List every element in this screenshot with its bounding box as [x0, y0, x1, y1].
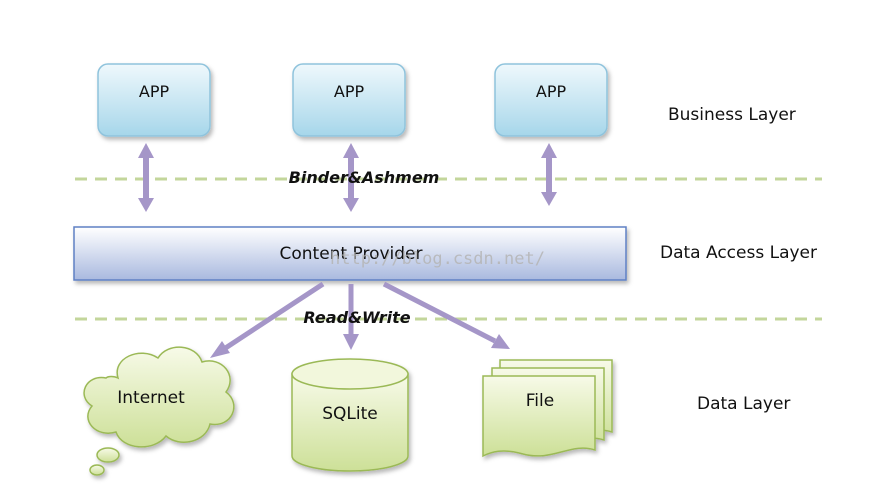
- content-provider-label: Content Provider: [279, 244, 422, 264]
- watermark-text: http://blog.csdn.net/: [330, 249, 545, 269]
- internet-cloud: [83, 346, 235, 476]
- read-arrow-sqlite: [343, 284, 359, 350]
- binder-ashmem-label: Binder&Ashmem: [289, 168, 440, 187]
- binder-arrow-2: [343, 143, 359, 212]
- file-label: File: [526, 391, 554, 411]
- read-write-label: Read&Write: [303, 308, 410, 327]
- content-provider-box: [73, 226, 627, 281]
- binder-arrow-3: [541, 143, 557, 206]
- app-box-3: [494, 63, 608, 137]
- data-access-layer-label: Data Access Layer: [660, 243, 817, 263]
- read-arrow-file: [382, 281, 510, 349]
- business-layer-label: Business Layer: [668, 105, 796, 125]
- app-box-1: [97, 63, 211, 137]
- app-label-1: APP: [139, 82, 170, 101]
- sqlite-label: SQLite: [322, 404, 378, 424]
- data-layer-label: Data Layer: [697, 394, 790, 414]
- binder-arrow-1: [138, 143, 154, 212]
- app-box-2: [292, 63, 406, 137]
- file-stack: [482, 359, 613, 458]
- app-label-3: APP: [536, 82, 567, 101]
- app-label-2: APP: [334, 82, 365, 101]
- internet-label: Internet: [117, 388, 185, 408]
- read-arrow-internet: [210, 281, 325, 358]
- sqlite-cylinder: [291, 358, 409, 472]
